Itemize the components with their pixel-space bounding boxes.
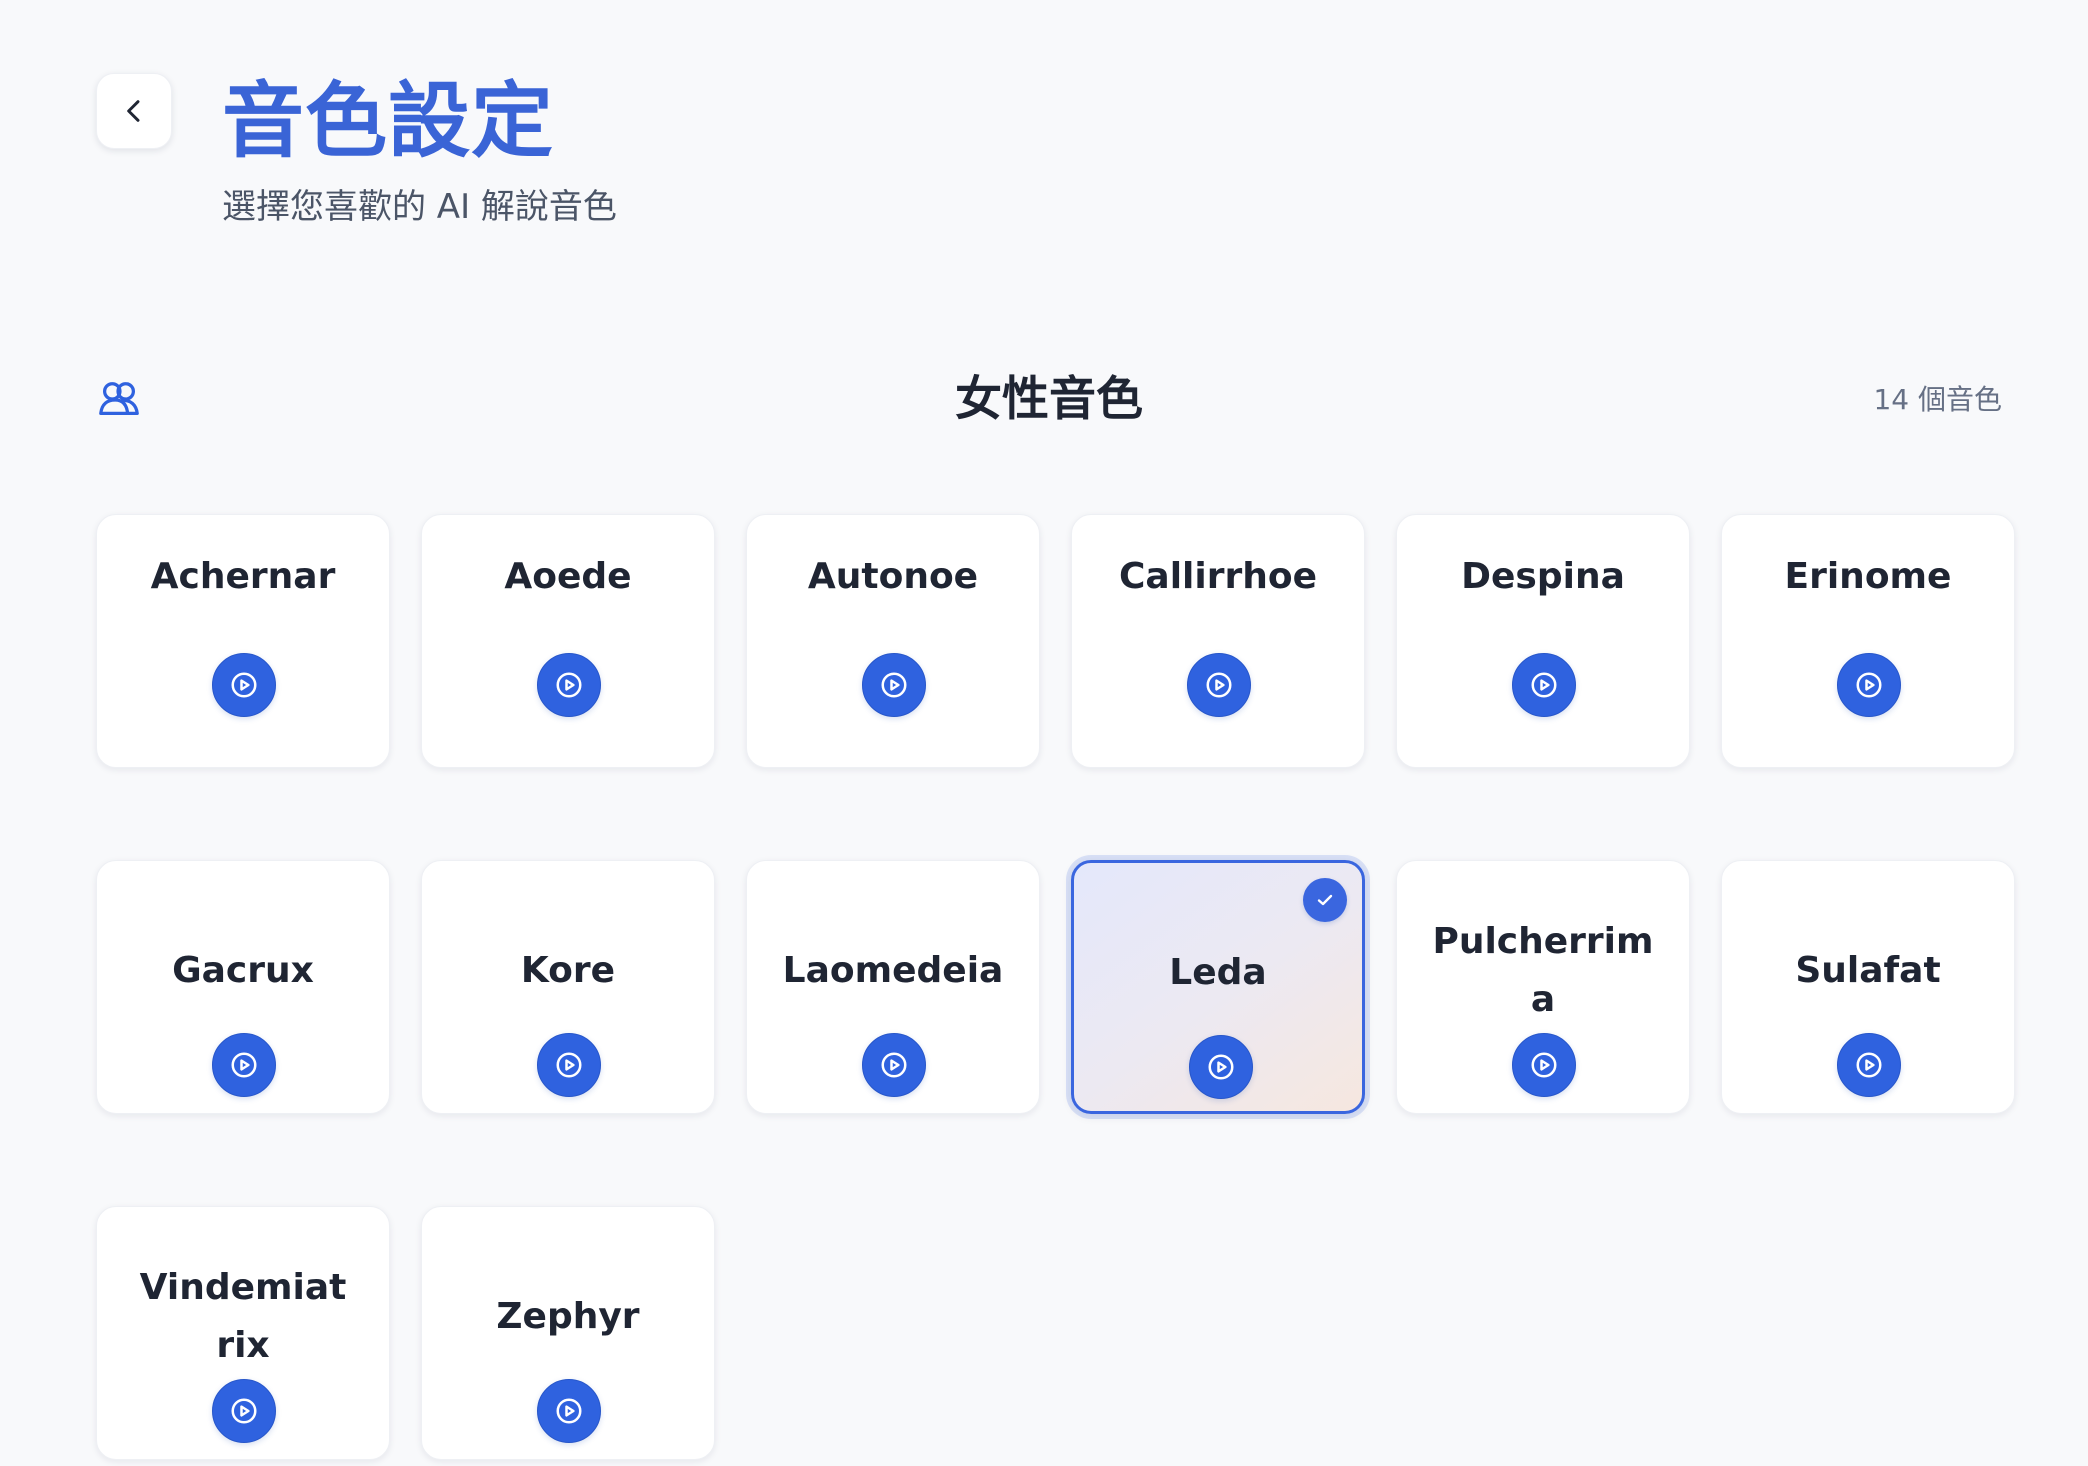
play-preview-button[interactable] xyxy=(212,1033,276,1097)
voice-name: Sulafat xyxy=(1795,950,1941,991)
voice-name: Vindemiatrix xyxy=(139,1267,347,1366)
play-circle-icon xyxy=(1856,1052,1882,1078)
play-preview-button[interactable] xyxy=(1837,1033,1901,1097)
voice-card-despina[interactable]: Despina xyxy=(1396,514,1690,768)
chevron-left-icon xyxy=(127,100,140,122)
play-circle-icon xyxy=(556,1052,582,1078)
voice-card-laomedeia[interactable]: Laomedeia xyxy=(746,860,1040,1114)
play-circle-icon xyxy=(1856,672,1882,698)
voice-name: Erinome xyxy=(1784,556,1952,597)
voice-card-aoede[interactable]: Aoede xyxy=(421,514,715,768)
play-preview-button[interactable] xyxy=(537,1379,601,1443)
play-circle-icon xyxy=(1531,672,1557,698)
voice-name: Aoede xyxy=(504,556,632,597)
play-preview-button[interactable] xyxy=(1512,1033,1576,1097)
voice-name: Pulcherrima xyxy=(1432,921,1654,1020)
voice-name: Despina xyxy=(1461,556,1625,597)
back-button[interactable] xyxy=(96,73,172,149)
play-preview-button[interactable] xyxy=(1512,653,1576,717)
voice-name: Zephyr xyxy=(496,1296,640,1337)
play-circle-icon xyxy=(231,1398,257,1424)
page-title: 音色設定 xyxy=(222,74,555,169)
play-preview-button[interactable] xyxy=(1837,653,1901,717)
play-preview-button[interactable] xyxy=(212,1379,276,1443)
play-preview-button[interactable] xyxy=(862,1033,926,1097)
play-circle-icon xyxy=(556,672,582,698)
voice-card-vindemiatrix[interactable]: Vindemiatrix xyxy=(96,1206,390,1460)
voice-name: Leda xyxy=(1169,952,1267,993)
play-preview-button[interactable] xyxy=(212,653,276,717)
voice-card-sulafat[interactable]: Sulafat xyxy=(1721,860,2015,1114)
play-preview-button[interactable] xyxy=(537,653,601,717)
voice-name: Callirrhoe xyxy=(1118,556,1318,597)
voice-card-gacrux[interactable]: Gacrux xyxy=(96,860,390,1114)
voice-card-pulcherrima[interactable]: Pulcherrima xyxy=(1396,860,1690,1114)
check-icon xyxy=(1317,894,1333,906)
play-circle-icon xyxy=(1208,1054,1234,1080)
play-preview-button[interactable] xyxy=(1187,653,1251,717)
page-subtitle: 選擇您喜歡的 AI 解說音色 xyxy=(222,187,617,227)
voice-card-kore[interactable]: Kore xyxy=(421,860,715,1114)
voice-count: 14 個音色 xyxy=(1873,383,2002,416)
play-circle-icon xyxy=(1206,672,1232,698)
play-circle-icon xyxy=(881,672,907,698)
voice-card-leda[interactable]: Leda xyxy=(1071,860,1365,1114)
section-title: 女性音色 xyxy=(955,372,1143,427)
play-circle-icon xyxy=(231,672,257,698)
voice-card-achernar[interactable]: Achernar xyxy=(96,514,390,768)
play-preview-button[interactable] xyxy=(537,1033,601,1097)
voice-name: Gacrux xyxy=(172,950,314,991)
voice-card-erinome[interactable]: Erinome xyxy=(1721,514,2015,768)
voice-card-callirrhoe[interactable]: Callirrhoe xyxy=(1071,514,1365,768)
voice-name: Achernar xyxy=(150,556,336,597)
play-circle-icon xyxy=(881,1052,907,1078)
voice-grid: Achernar Aoede Autonoe Callirrhoe Despin… xyxy=(96,514,2016,1460)
selected-check xyxy=(1303,878,1347,922)
play-preview-button[interactable] xyxy=(862,653,926,717)
female-voice-section-header: 女性音色 14 個音色 xyxy=(96,368,2002,432)
play-preview-button[interactable] xyxy=(1189,1035,1253,1099)
play-circle-icon xyxy=(1531,1052,1557,1078)
play-circle-icon xyxy=(556,1398,582,1424)
play-circle-icon xyxy=(231,1052,257,1078)
voice-card-zephyr[interactable]: Zephyr xyxy=(421,1206,715,1460)
voice-name: Kore xyxy=(520,950,616,991)
users-icon xyxy=(99,382,139,416)
voice-name: Autonoe xyxy=(807,556,979,597)
voice-name: Laomedeia xyxy=(782,950,1004,991)
voice-card-autonoe[interactable]: Autonoe xyxy=(746,514,1040,768)
page-header: 音色設定 選擇您喜歡的 AI 解說音色 xyxy=(96,70,1996,240)
